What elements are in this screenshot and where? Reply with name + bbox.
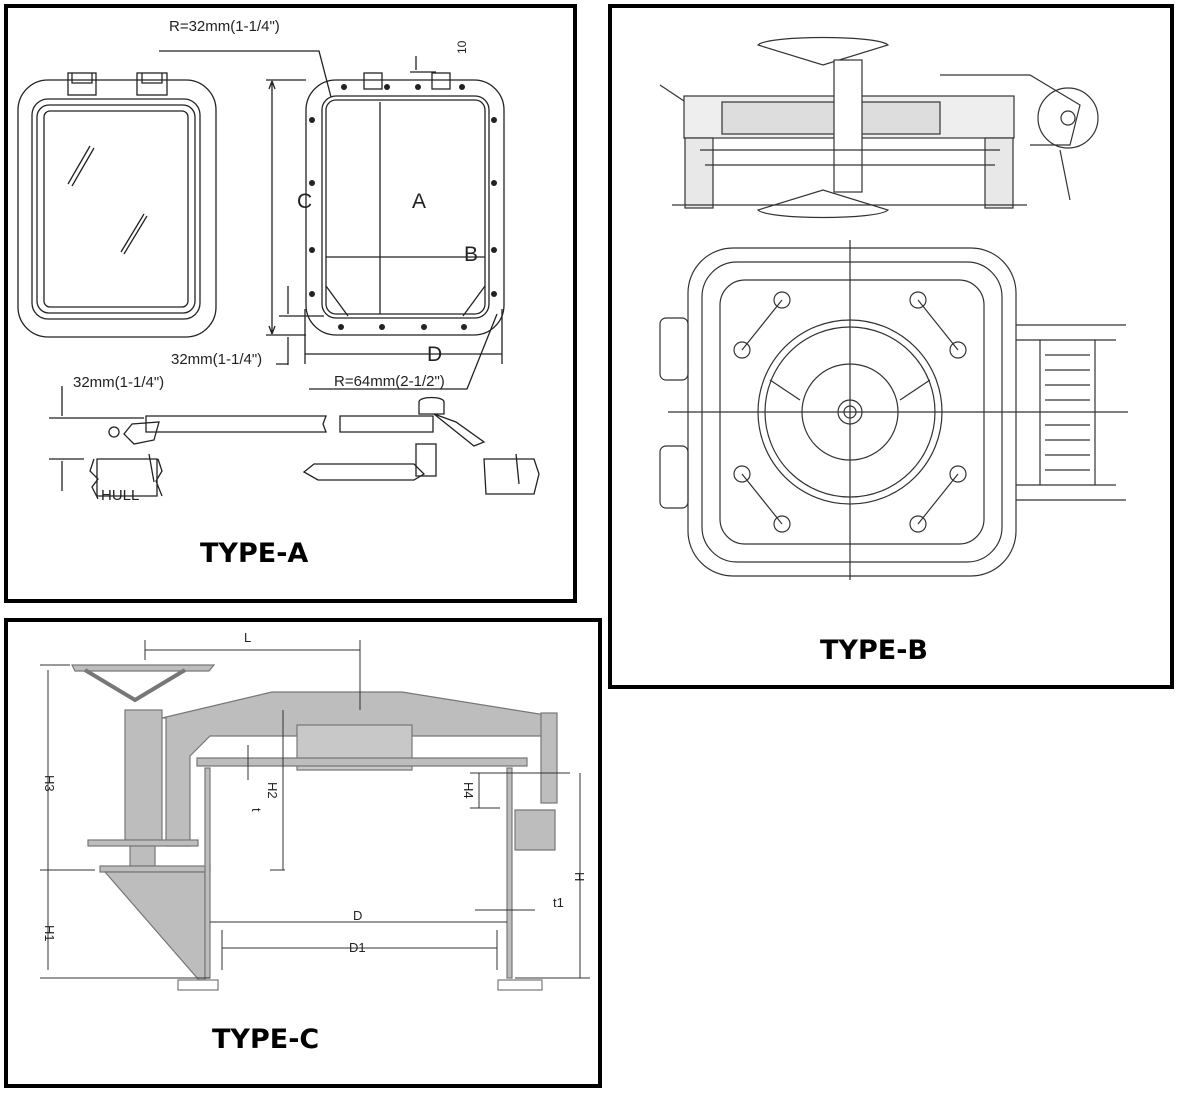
label-h: H: [572, 872, 587, 881]
type-c-panel: L H3 H2 t H1 H4 H t1 D D1 TYPE-C: [4, 618, 602, 1088]
label-l: L: [244, 630, 251, 645]
label-r64: R=64mm(2-1/2"): [334, 373, 445, 390]
hatch-front-view: [17, 72, 217, 338]
label-t1: t1: [553, 895, 564, 910]
label-c: C: [297, 190, 312, 213]
label-r32: R=32mm(1-1/4"): [169, 18, 280, 35]
type-a-title: TYPE-A: [200, 538, 309, 569]
type-c-title: TYPE-C: [212, 1024, 320, 1055]
type-c-dimension-lines: [40, 640, 590, 979]
type-b-plan-view: [659, 240, 1128, 580]
type-b-section-view: [659, 36, 1099, 219]
label-t: t: [249, 808, 264, 812]
type-b-drawing: [659, 36, 1128, 580]
label-d1: D1: [349, 940, 366, 955]
type-c-hatch-body: [71, 664, 558, 991]
label-h4: H4: [461, 782, 476, 799]
label-h2: H2: [265, 782, 280, 799]
label-hull: HULL: [101, 487, 139, 504]
type-a-panel: R=32mm(1-1/4") 10 C A B D 32mm(1-1/4") R…: [4, 4, 577, 603]
label-d: D: [427, 343, 442, 366]
label-10: 10: [455, 40, 469, 54]
label-32mm-section: 32mm(1-1/4"): [73, 374, 164, 391]
label-32mm-bottom: 32mm(1-1/4"): [171, 351, 262, 368]
type-a-drawing: R=32mm(1-1/4") 10 C A B D 32mm(1-1/4") R…: [17, 18, 540, 504]
label-d: D: [353, 908, 362, 923]
type-c-drawing: L H3 H2 t H1 H4 H t1 D D1: [40, 630, 590, 991]
frame-dimension-view: [159, 50, 505, 390]
hatch-section-view: [49, 386, 540, 500]
label-h1: H1: [42, 925, 57, 942]
label-b: B: [464, 243, 478, 266]
type-b-panel: TYPE-B: [608, 4, 1174, 689]
type-b-title: TYPE-B: [820, 635, 928, 666]
label-a: A: [412, 190, 426, 213]
label-h3: H3: [42, 775, 57, 792]
